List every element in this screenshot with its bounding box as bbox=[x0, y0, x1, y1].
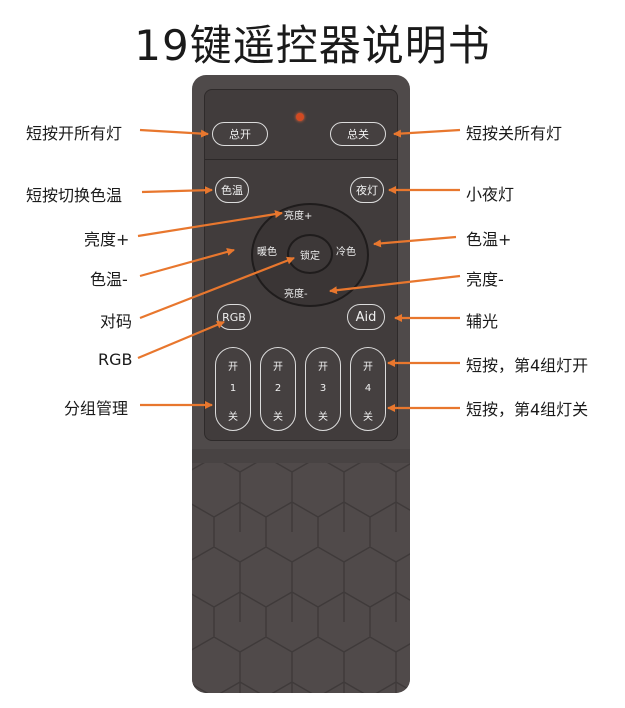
arrow-brightness-up bbox=[137, 210, 283, 238]
arrow-all-on bbox=[139, 128, 209, 138]
label-all-on: 短按开所有灯 bbox=[26, 124, 123, 143]
label-all-off: 短按关所有灯 bbox=[466, 124, 563, 143]
label-rgb: RGB bbox=[98, 350, 133, 369]
arrow-temp-down bbox=[139, 248, 235, 278]
label-color-temp-toggle: 短按切换色温 bbox=[26, 186, 123, 205]
label-group-on: 短按，第4组灯开 bbox=[466, 356, 589, 375]
arrow-temp-up bbox=[373, 235, 457, 248]
aid-button[interactable]: Aid bbox=[347, 304, 385, 330]
remote-control: 总开 总关 色温 夜灯 亮度+ 亮度- 暖色 冷色 锁定 RGB Aid 开 1… bbox=[192, 75, 410, 693]
arrow-brightness-down bbox=[329, 274, 461, 295]
grip-band bbox=[192, 449, 410, 463]
label-brightness-down: 亮度- bbox=[466, 270, 504, 289]
arrow-all-off bbox=[393, 128, 461, 138]
group-1-button[interactable]: 开 1 关 bbox=[215, 347, 251, 431]
color-temp-button[interactable]: 色温 bbox=[215, 177, 249, 203]
group-3-button[interactable]: 开 3 关 bbox=[305, 347, 341, 431]
group-2-button[interactable]: 开 2 关 bbox=[260, 347, 296, 431]
night-light-button[interactable]: 夜灯 bbox=[350, 177, 384, 203]
cool-color-label[interactable]: 冷色 bbox=[336, 247, 356, 258]
page-title: 19键遥控器说明书 bbox=[134, 21, 491, 70]
label-night-light: 小夜灯 bbox=[466, 185, 515, 204]
hex-pattern bbox=[192, 463, 410, 693]
label-pair: 对码 bbox=[100, 312, 133, 331]
lock-button[interactable]: 锁定 bbox=[287, 234, 333, 274]
label-aux-light: 辅光 bbox=[466, 312, 499, 331]
label-brightness-up: 亮度+ bbox=[84, 230, 130, 249]
hex-grip bbox=[192, 463, 410, 693]
brightness-up-label[interactable]: 亮度+ bbox=[284, 211, 313, 222]
brightness-down-label[interactable]: 亮度- bbox=[284, 289, 308, 300]
panel-divider bbox=[205, 159, 397, 160]
all-off-button[interactable]: 总关 bbox=[330, 122, 386, 146]
warm-color-label[interactable]: 暖色 bbox=[257, 247, 277, 258]
group-4-button[interactable]: 开 4 关 bbox=[350, 347, 386, 431]
label-temp-up: 色温+ bbox=[466, 230, 512, 249]
label-group-mgmt: 分组管理 bbox=[64, 399, 129, 418]
label-temp-down: 色温- bbox=[90, 270, 128, 289]
arrow-pair bbox=[139, 256, 295, 320]
indicator-led bbox=[296, 113, 304, 121]
arrow-color-temp bbox=[141, 186, 213, 195]
label-group-off: 短按，第4组灯关 bbox=[466, 400, 589, 419]
all-on-button[interactable]: 总开 bbox=[212, 122, 268, 146]
arrow-rgb bbox=[137, 320, 225, 360]
